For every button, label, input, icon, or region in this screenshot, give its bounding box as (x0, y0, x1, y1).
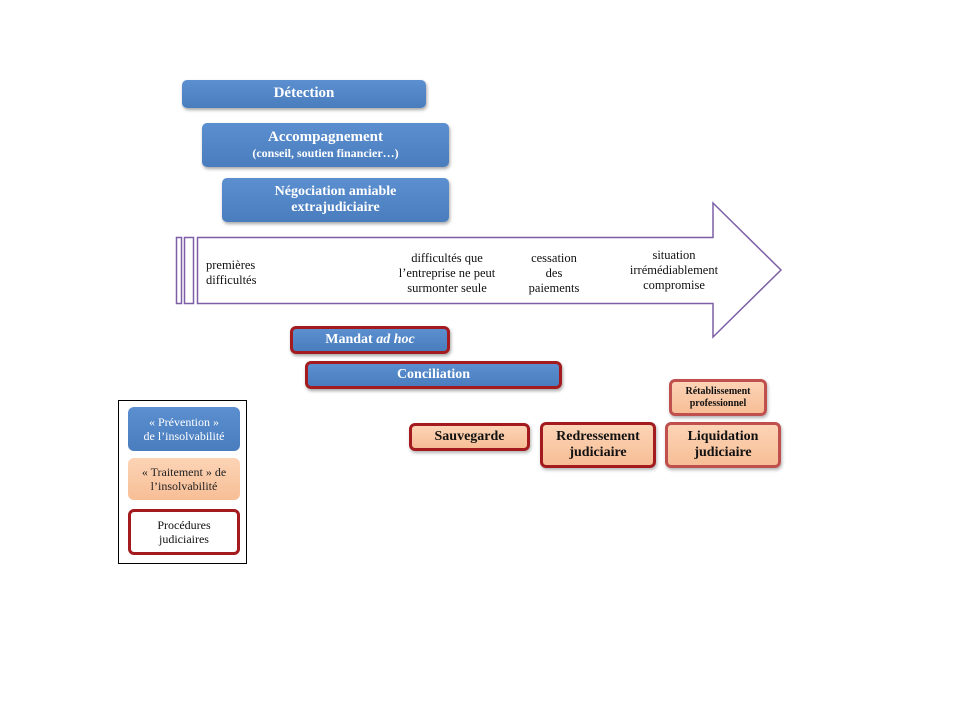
detection-label: Détection (273, 85, 335, 102)
liquidation-judiciaire-box: Liquidation judiciaire (665, 422, 781, 468)
stage-difficultes-insurmontables: difficultés que l’entreprise ne peut sur… (398, 251, 496, 295)
conciliation-label: Conciliation (396, 366, 471, 382)
negociation-line2: extrajudiciaire (291, 200, 380, 215)
redressement-judiciaire-box: Redressement judiciaire (540, 422, 656, 468)
negociation-box: Négociation amiable extrajudiciaire (222, 178, 449, 222)
negociation-line1: Négociation amiable (274, 183, 397, 199)
stage-premieres-difficultes: premières difficultés (206, 258, 257, 287)
mandat-ad-hoc-box: Mandat ad hoc (290, 326, 450, 354)
legend-traitement: « Traitement » de l’insolvabilité (128, 458, 240, 500)
legend: « Prévention » de l’insolvabilité « Trai… (118, 400, 247, 564)
sauvegarde-label: Sauvegarde (434, 428, 505, 444)
conciliation-box: Conciliation (305, 361, 562, 389)
stage-situation-compromise: situation irrémédiablement compromise (629, 248, 719, 292)
arrow-tail-bar-1 (175, 236, 183, 305)
detection-box: Détection (182, 80, 426, 108)
accompagnement-title: Accompagnement (268, 129, 383, 146)
stage-cessation-paiements: cessation des paiements (528, 251, 580, 295)
mandat-label: Mandat (325, 331, 377, 347)
sauvegarde-box: Sauvegarde (409, 423, 530, 451)
arrow-body (196, 201, 783, 339)
arrow-tail-bar-2 (183, 236, 195, 305)
accompagnement-subtitle: (conseil, soutien financier…) (252, 145, 399, 160)
retablissement-box: Rétablissement professionnel (669, 379, 767, 416)
legend-prevention: « Prévention » de l’insolvabilité (128, 407, 240, 451)
legend-judiciaires: Procédures judiciaires (128, 509, 240, 555)
accompagnement-box: Accompagnement (conseil, soutien financi… (202, 123, 449, 167)
ad-hoc-label: ad hoc (376, 331, 415, 347)
